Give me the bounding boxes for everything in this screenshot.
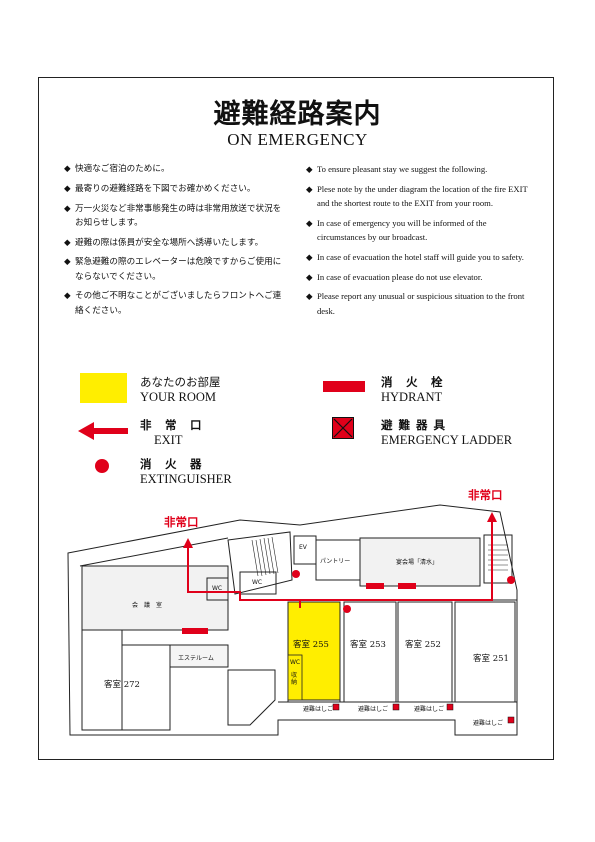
bullet-icon: ◆ bbox=[64, 257, 71, 268]
legend-ladder-jp: 避 難 器 具 bbox=[381, 418, 447, 432]
ladder-label: 避難はしご bbox=[414, 706, 445, 713]
instruction-en-item: ◆ In case of evacuation the hotel staff w… bbox=[306, 250, 531, 264]
exit-arrow-icon bbox=[78, 422, 128, 440]
extinguisher-icon bbox=[95, 459, 109, 473]
legend-your-room-swatch bbox=[80, 373, 127, 403]
page-title: 避難経路案内 bbox=[213, 99, 382, 130]
room-255: 客室 255 bbox=[293, 640, 329, 650]
map-wc-upper: WC bbox=[252, 579, 263, 586]
bullet-icon: ◆ bbox=[64, 164, 71, 174]
map-esthetic: エステルーム bbox=[178, 655, 214, 662]
instruction-text: 最寄りの避難経路を下図でお確かめください。 bbox=[75, 183, 256, 194]
instruction-text: Plese note by the under diagram the loca… bbox=[317, 183, 528, 208]
legend-extinguisher: 消 火 器 EXTINGUISHER bbox=[140, 456, 232, 487]
map-exit-right: 非常口 bbox=[468, 488, 503, 502]
instruction-en-item: ◆ Plese note by the under diagram the loc… bbox=[306, 182, 531, 210]
legend-exit-jp: 非 常 口 bbox=[140, 418, 203, 432]
legend-hydrant-jp: 消 火 栓 bbox=[381, 375, 444, 389]
instruction-text: その他ご不明なことがございましたらフロントへご連絡ください。 bbox=[75, 291, 282, 316]
instruction-en-item: ◆ To ensure pleasant stay we suggest the … bbox=[306, 162, 531, 176]
legend-ladder-en: EMERGENCY LADDER bbox=[381, 433, 513, 447]
map-pantry: パントリー bbox=[320, 558, 351, 565]
instruction-text: 万一火災など非常事態発生の時は非常用放送で状況をお知らせします。 bbox=[75, 203, 282, 228]
legend-ladder: 避 難 器 具 EMERGENCY LADDER bbox=[381, 417, 512, 448]
instruction-jp-item: ◆ 最寄りの避難経路を下図でお確かめください。 bbox=[64, 182, 286, 196]
map-ev: EV bbox=[299, 544, 307, 551]
instruction-text: In case of evacuation please do not use … bbox=[317, 271, 483, 282]
map-banquet: 宴会場「清水」 bbox=[396, 559, 439, 566]
map-wc-room: WC bbox=[290, 659, 301, 666]
legend-your-room-jp: あなたのお部屋 bbox=[140, 375, 221, 389]
map-exit-left: 非常口 bbox=[164, 515, 199, 529]
bullet-icon: ◆ bbox=[306, 217, 313, 228]
ladder-label: 避難はしご bbox=[358, 706, 389, 713]
legend-extinguisher-en: EXTINGUISHER bbox=[140, 472, 232, 486]
legend-exit-en: EXIT bbox=[154, 433, 183, 447]
bullet-icon: ◆ bbox=[306, 164, 313, 174]
map-conference: 会 議 室 bbox=[132, 602, 163, 609]
page-subtitle: ON EMERGENCY bbox=[227, 130, 368, 149]
room-253: 客室 253 bbox=[350, 640, 386, 650]
room-272: 客室 272 bbox=[104, 680, 140, 690]
map-storage: 収納 bbox=[291, 672, 298, 686]
instruction-text: Please report any unusual or suspicious … bbox=[317, 291, 525, 316]
legend-hydrant: 消 火 栓 HYDRANT bbox=[381, 374, 444, 405]
emergency-ladder-icon bbox=[332, 417, 354, 439]
ladder-label: 避難はしご bbox=[303, 706, 334, 713]
bullet-icon: ◆ bbox=[306, 291, 313, 302]
bullet-icon: ◆ bbox=[306, 251, 313, 262]
bullet-icon: ◆ bbox=[64, 183, 71, 194]
bullet-icon: ◆ bbox=[64, 237, 71, 248]
instruction-en-item: ◆ In case of evacuation please do not use… bbox=[306, 270, 531, 284]
instruction-text: In case of evacuation the hotel staff wi… bbox=[317, 251, 524, 262]
instruction-jp-item: ◆ 避難の際は係員が安全な場所へ誘導いたします。 bbox=[64, 236, 286, 250]
instruction-text: 避難の際は係員が安全な場所へ誘導いたします。 bbox=[75, 237, 264, 248]
instruction-text: 快適なご宿泊のために。 bbox=[75, 164, 170, 174]
instruction-en-item: ◆ In case of emergency you will be inform… bbox=[306, 216, 531, 244]
hydrant-icon bbox=[323, 381, 365, 392]
room-252: 客室 252 bbox=[405, 640, 441, 650]
bullet-icon: ◆ bbox=[64, 291, 71, 302]
instruction-text: 緊急避難の際のエレベーターは危険ですからご使用にならないでください。 bbox=[75, 257, 282, 282]
legend-extinguisher-jp: 消 火 器 bbox=[140, 457, 203, 471]
instruction-text: In case of emergency you will be informe… bbox=[317, 217, 487, 242]
room-251: 客室 251 bbox=[473, 654, 509, 664]
bullet-icon: ◆ bbox=[64, 203, 71, 214]
bullet-icon: ◆ bbox=[306, 271, 313, 282]
sign-frame bbox=[38, 77, 554, 760]
legend-your-room: あなたのお部屋 YOUR ROOM bbox=[140, 374, 221, 405]
instruction-jp-item: ◆ 万一火災など非常事態発生の時は非常用放送で状況をお知らせします。 bbox=[64, 202, 286, 230]
instructions-en: ◆ To ensure pleasant stay we suggest the … bbox=[306, 162, 531, 323]
instruction-en-item: ◆ Please report any unusual or suspicious… bbox=[306, 289, 531, 317]
legend-exit: 非 常 口 EXIT bbox=[140, 417, 203, 448]
map-wc-left: WC bbox=[212, 585, 223, 592]
legend-hydrant-en: HYDRANT bbox=[381, 390, 443, 404]
instructions-jp: ◆ 快適なご宿泊のために。 ◆ 最寄りの避難経路を下図でお確かめください。 ◆ 万一火… bbox=[64, 162, 286, 323]
ladder-label: 避難はしご bbox=[473, 720, 504, 727]
instruction-jp-item: ◆ 緊急避難の際のエレベーターは危険ですからご使用にならないでください。 bbox=[64, 255, 286, 283]
instruction-jp-item: ◆ その他ご不明なことがございましたらフロントへご連絡ください。 bbox=[64, 289, 286, 317]
instruction-text: To ensure pleasant stay we suggest the f… bbox=[317, 164, 488, 174]
bullet-icon: ◆ bbox=[306, 183, 313, 194]
legend-your-room-en: YOUR ROOM bbox=[140, 390, 217, 404]
instruction-jp-item: ◆ 快適なご宿泊のために。 bbox=[64, 162, 286, 176]
